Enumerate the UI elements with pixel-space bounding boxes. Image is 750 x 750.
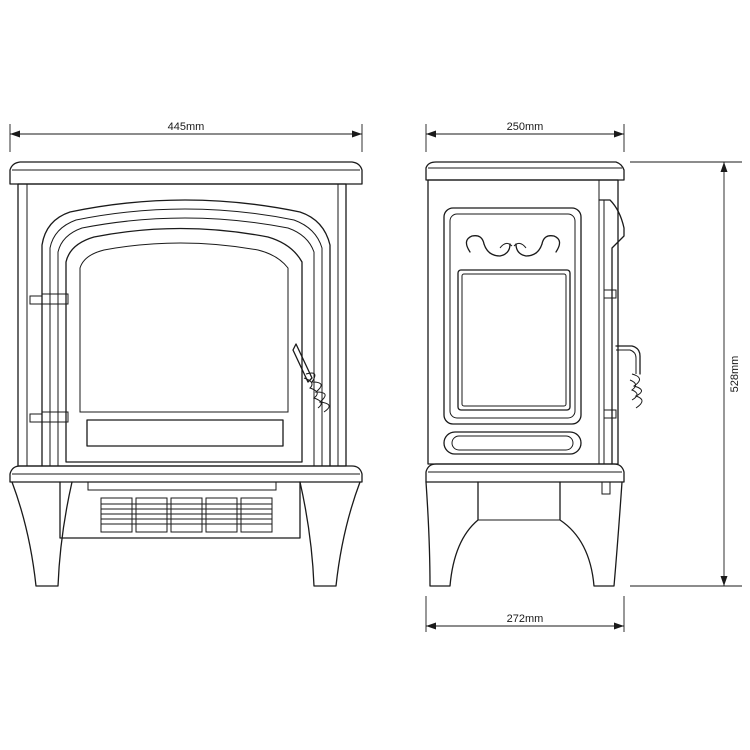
side-body <box>427 179 619 465</box>
side-top-cap <box>425 161 625 181</box>
dim-label-front-width: 445mm <box>168 121 205 133</box>
scroll-ornament-left-icon <box>465 235 511 257</box>
heater-vent <box>59 481 301 539</box>
scroll-ornament-right-icon <box>515 235 561 257</box>
dimension-lines <box>9 124 742 632</box>
side-base-plinth <box>425 463 625 483</box>
dim-label-side-depth-bottom: 272mm <box>507 613 544 625</box>
front-base-plinth <box>9 465 363 483</box>
front-door-panel <box>86 419 284 447</box>
front-arch-outer <box>41 199 331 467</box>
door-hinge-icon <box>29 293 69 423</box>
front-door-window <box>79 242 289 413</box>
side-handle-icon <box>615 345 643 409</box>
front-view <box>9 161 363 587</box>
front-leg-left <box>11 481 73 587</box>
dim-label-side-depth-top: 250mm <box>507 121 544 133</box>
side-decor-panel <box>443 207 582 425</box>
side-leg-right <box>559 481 623 587</box>
side-window-panel <box>457 269 571 411</box>
dim-label-height: 528mm <box>729 356 741 393</box>
front-door <box>65 227 303 463</box>
side-door-edge <box>598 199 625 465</box>
front-body <box>17 183 347 467</box>
door-handle-icon <box>292 343 330 413</box>
side-bottom-slot <box>443 431 582 455</box>
front-leg-right <box>299 481 361 587</box>
side-leg-left <box>425 481 479 587</box>
side-view <box>425 161 643 587</box>
vent-grille-icon <box>100 497 273 533</box>
front-top-cap <box>9 161 363 185</box>
